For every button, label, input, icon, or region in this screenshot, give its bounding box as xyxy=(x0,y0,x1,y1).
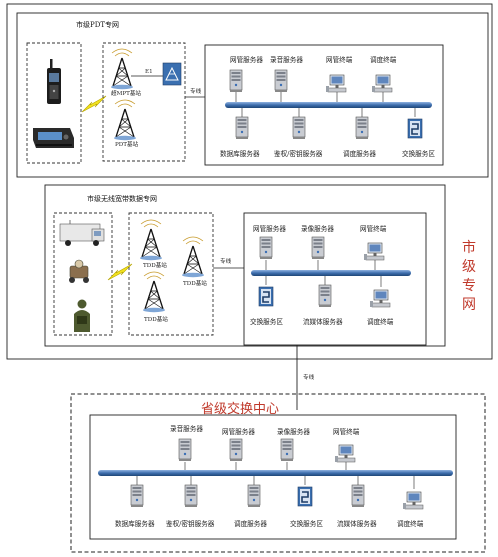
broadband-server-room xyxy=(243,212,427,346)
pdt-bottom-label-1: 数据库服务器 xyxy=(220,149,260,158)
pdt-top-label-2: 录音服务器 xyxy=(270,55,303,64)
city-label-char-3: 专 xyxy=(462,278,476,294)
pdt-bottom-label-3: 调度服务器 xyxy=(343,149,376,158)
server-icon xyxy=(259,236,273,260)
city-label-char-1: 市 xyxy=(462,239,476,256)
exchange-icon xyxy=(297,486,313,507)
prov-top-label-2: 网管服务器 xyxy=(222,427,255,436)
bb-top-label-3: 网管终端 xyxy=(360,224,387,233)
pdt-bus xyxy=(225,102,432,108)
bb-bottom-label-2: 流媒体服务器 xyxy=(303,317,343,326)
bb-top-label-2: 录像服务器 xyxy=(301,224,334,233)
switch-icon xyxy=(162,62,182,86)
pdt-top-label-1: 网管服务器 xyxy=(230,55,263,64)
pdt-terminals-group xyxy=(26,42,82,164)
server-icon xyxy=(292,116,306,140)
tdd-bs1-label: TDD基站 xyxy=(143,261,167,269)
pdt-base-station-group xyxy=(102,42,186,162)
server-icon xyxy=(235,116,249,140)
bb-bottom-label-1: 交换服务区 xyxy=(250,317,283,326)
province-bus xyxy=(98,470,453,476)
pdt-title: 市级PDT专网 xyxy=(76,20,119,29)
server-icon xyxy=(184,484,198,508)
province-server-room xyxy=(89,414,457,540)
pdt-top-label-3: 网管终端 xyxy=(326,55,353,64)
server-icon xyxy=(280,438,294,462)
broadband-title: 市级无线宽带数据专网 xyxy=(87,194,157,203)
broadband-bus xyxy=(251,270,411,276)
exchange-icon xyxy=(407,118,423,139)
prov-bottom-label-3: 调度服务器 xyxy=(234,519,267,528)
server-icon xyxy=(311,236,325,260)
city-label-char-2: 级 xyxy=(462,259,476,275)
prov-bottom-label-4: 交换服务区 xyxy=(290,519,323,528)
pdt-bs1-label: 超MPT基站 xyxy=(111,89,141,97)
pdt-top-label-4: 调度终端 xyxy=(370,55,397,64)
prov-bottom-label-2: 鉴权/密钥服务器 xyxy=(166,519,215,528)
trunk-link-label: 专线 xyxy=(303,373,315,381)
pdt-bs2-label: PDT基站 xyxy=(115,140,139,148)
server-icon xyxy=(229,438,243,462)
soldier-icon xyxy=(74,299,90,332)
tdd-bs3-label: TDD基站 xyxy=(144,315,168,323)
server-icon xyxy=(274,69,288,93)
pdt-bottom-label-4: 交换服务区 xyxy=(402,149,435,158)
command-vehicle-icon xyxy=(59,220,105,246)
prov-top-label-4: 网管终端 xyxy=(333,427,360,436)
pdt-link-label: 专线 xyxy=(190,87,202,95)
server-icon xyxy=(351,484,365,508)
server-icon xyxy=(178,438,192,462)
province-title: 省级交换中心 xyxy=(201,401,279,417)
prov-top-label-1: 录音服务器 xyxy=(170,424,203,433)
server-icon xyxy=(130,484,144,508)
broadband-link-label: 专线 xyxy=(220,257,232,265)
prov-bottom-label-5: 流媒体服务器 xyxy=(337,519,377,528)
radio-handset-icon xyxy=(47,59,61,104)
server-icon xyxy=(318,284,332,308)
e1-label: E1 xyxy=(145,69,153,75)
camera-robot-icon xyxy=(69,259,89,283)
server-icon xyxy=(355,116,369,140)
prov-top-label-3: 录像服务器 xyxy=(277,427,310,436)
prov-bottom-label-1: 数据库服务器 xyxy=(115,519,155,528)
broadband-base-station-group xyxy=(128,212,214,336)
pdt-bottom-label-2: 鉴权/密钥服务器 xyxy=(274,149,323,158)
server-icon xyxy=(229,69,243,93)
exchange-icon xyxy=(258,286,274,307)
prov-bottom-label-6: 调度终端 xyxy=(397,519,424,528)
bb-bottom-label-3: 调度终端 xyxy=(367,317,394,326)
vehicle-radio-icon xyxy=(33,128,74,148)
city-label-char-4: 网 xyxy=(462,297,476,313)
server-icon xyxy=(247,484,261,508)
bb-top-label-1: 网管服务器 xyxy=(253,224,286,233)
tdd-bs2-label: TDD基站 xyxy=(183,279,207,287)
